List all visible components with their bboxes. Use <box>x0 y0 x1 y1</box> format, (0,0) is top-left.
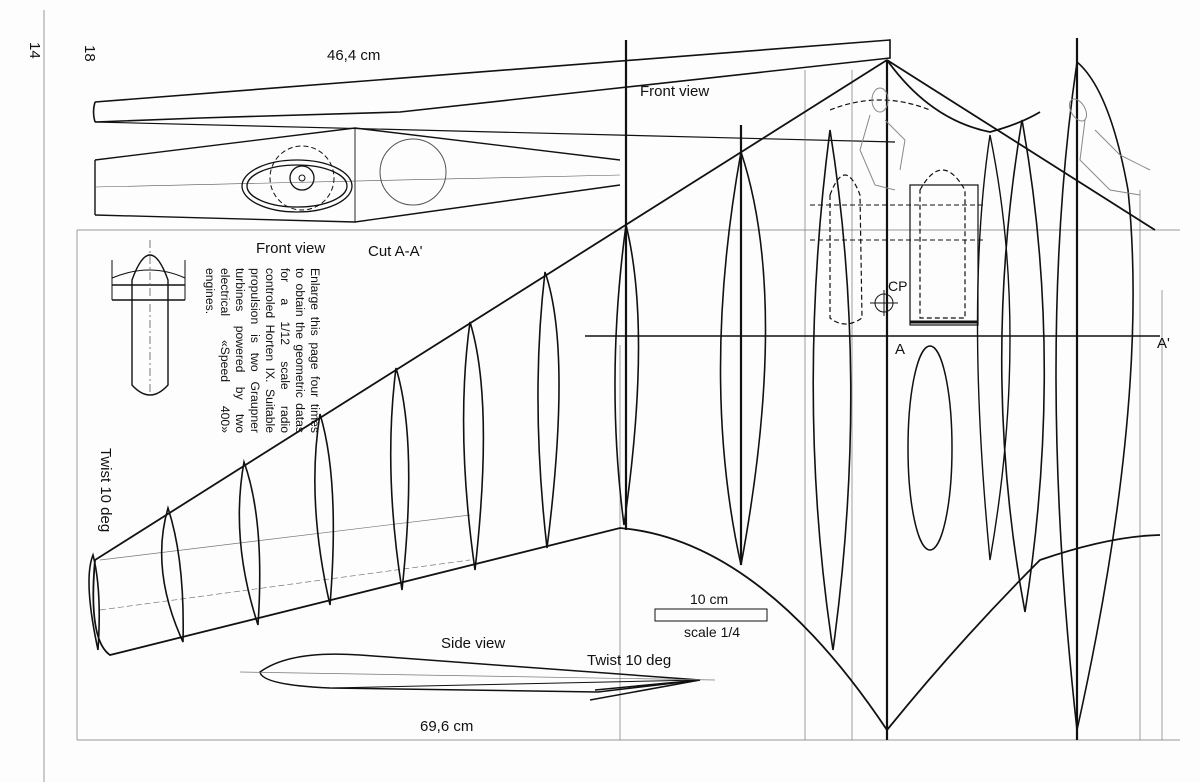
cp-label: CP <box>888 278 908 294</box>
construction-lines <box>76 70 1180 741</box>
center-ellipse <box>907 345 953 551</box>
cp-marker <box>870 290 898 316</box>
fuselage-top-view <box>94 127 621 223</box>
side-view-label: Side view <box>441 635 506 652</box>
pilot-figures <box>859 87 1151 196</box>
instruction-note: Enlarge this page four times to obtain t… <box>203 268 322 433</box>
sheet-index: 18 <box>81 45 98 62</box>
front-view-left-label: Front view <box>256 240 326 257</box>
span-bottom-label: 69,6 cm <box>420 718 474 735</box>
cut-aa-label: Cut A-A' <box>368 243 423 260</box>
scale-ratio-label: scale 1/4 <box>684 624 741 640</box>
scale-length-label: 10 cm <box>690 591 729 607</box>
front-view-fuselage <box>111 240 186 396</box>
front-view-top-label: Front view <box>640 83 710 100</box>
twist-side-label: Twist 10 deg <box>587 652 672 669</box>
rib-sections <box>88 60 1134 731</box>
span-top-label: 46,4 cm <box>327 47 381 64</box>
scale-bar <box>654 608 768 622</box>
twist-left-label: Twist 10 deg <box>97 448 114 533</box>
page-number: 14 <box>26 42 43 59</box>
side-view-profile <box>239 653 716 701</box>
section-a-prime-label: A' <box>1157 335 1170 352</box>
engine-nacelle <box>241 138 447 213</box>
main-axes <box>624 38 1079 740</box>
front-view-wing <box>92 39 896 143</box>
section-a-label: A <box>895 341 906 358</box>
engine-bays <box>810 99 985 326</box>
